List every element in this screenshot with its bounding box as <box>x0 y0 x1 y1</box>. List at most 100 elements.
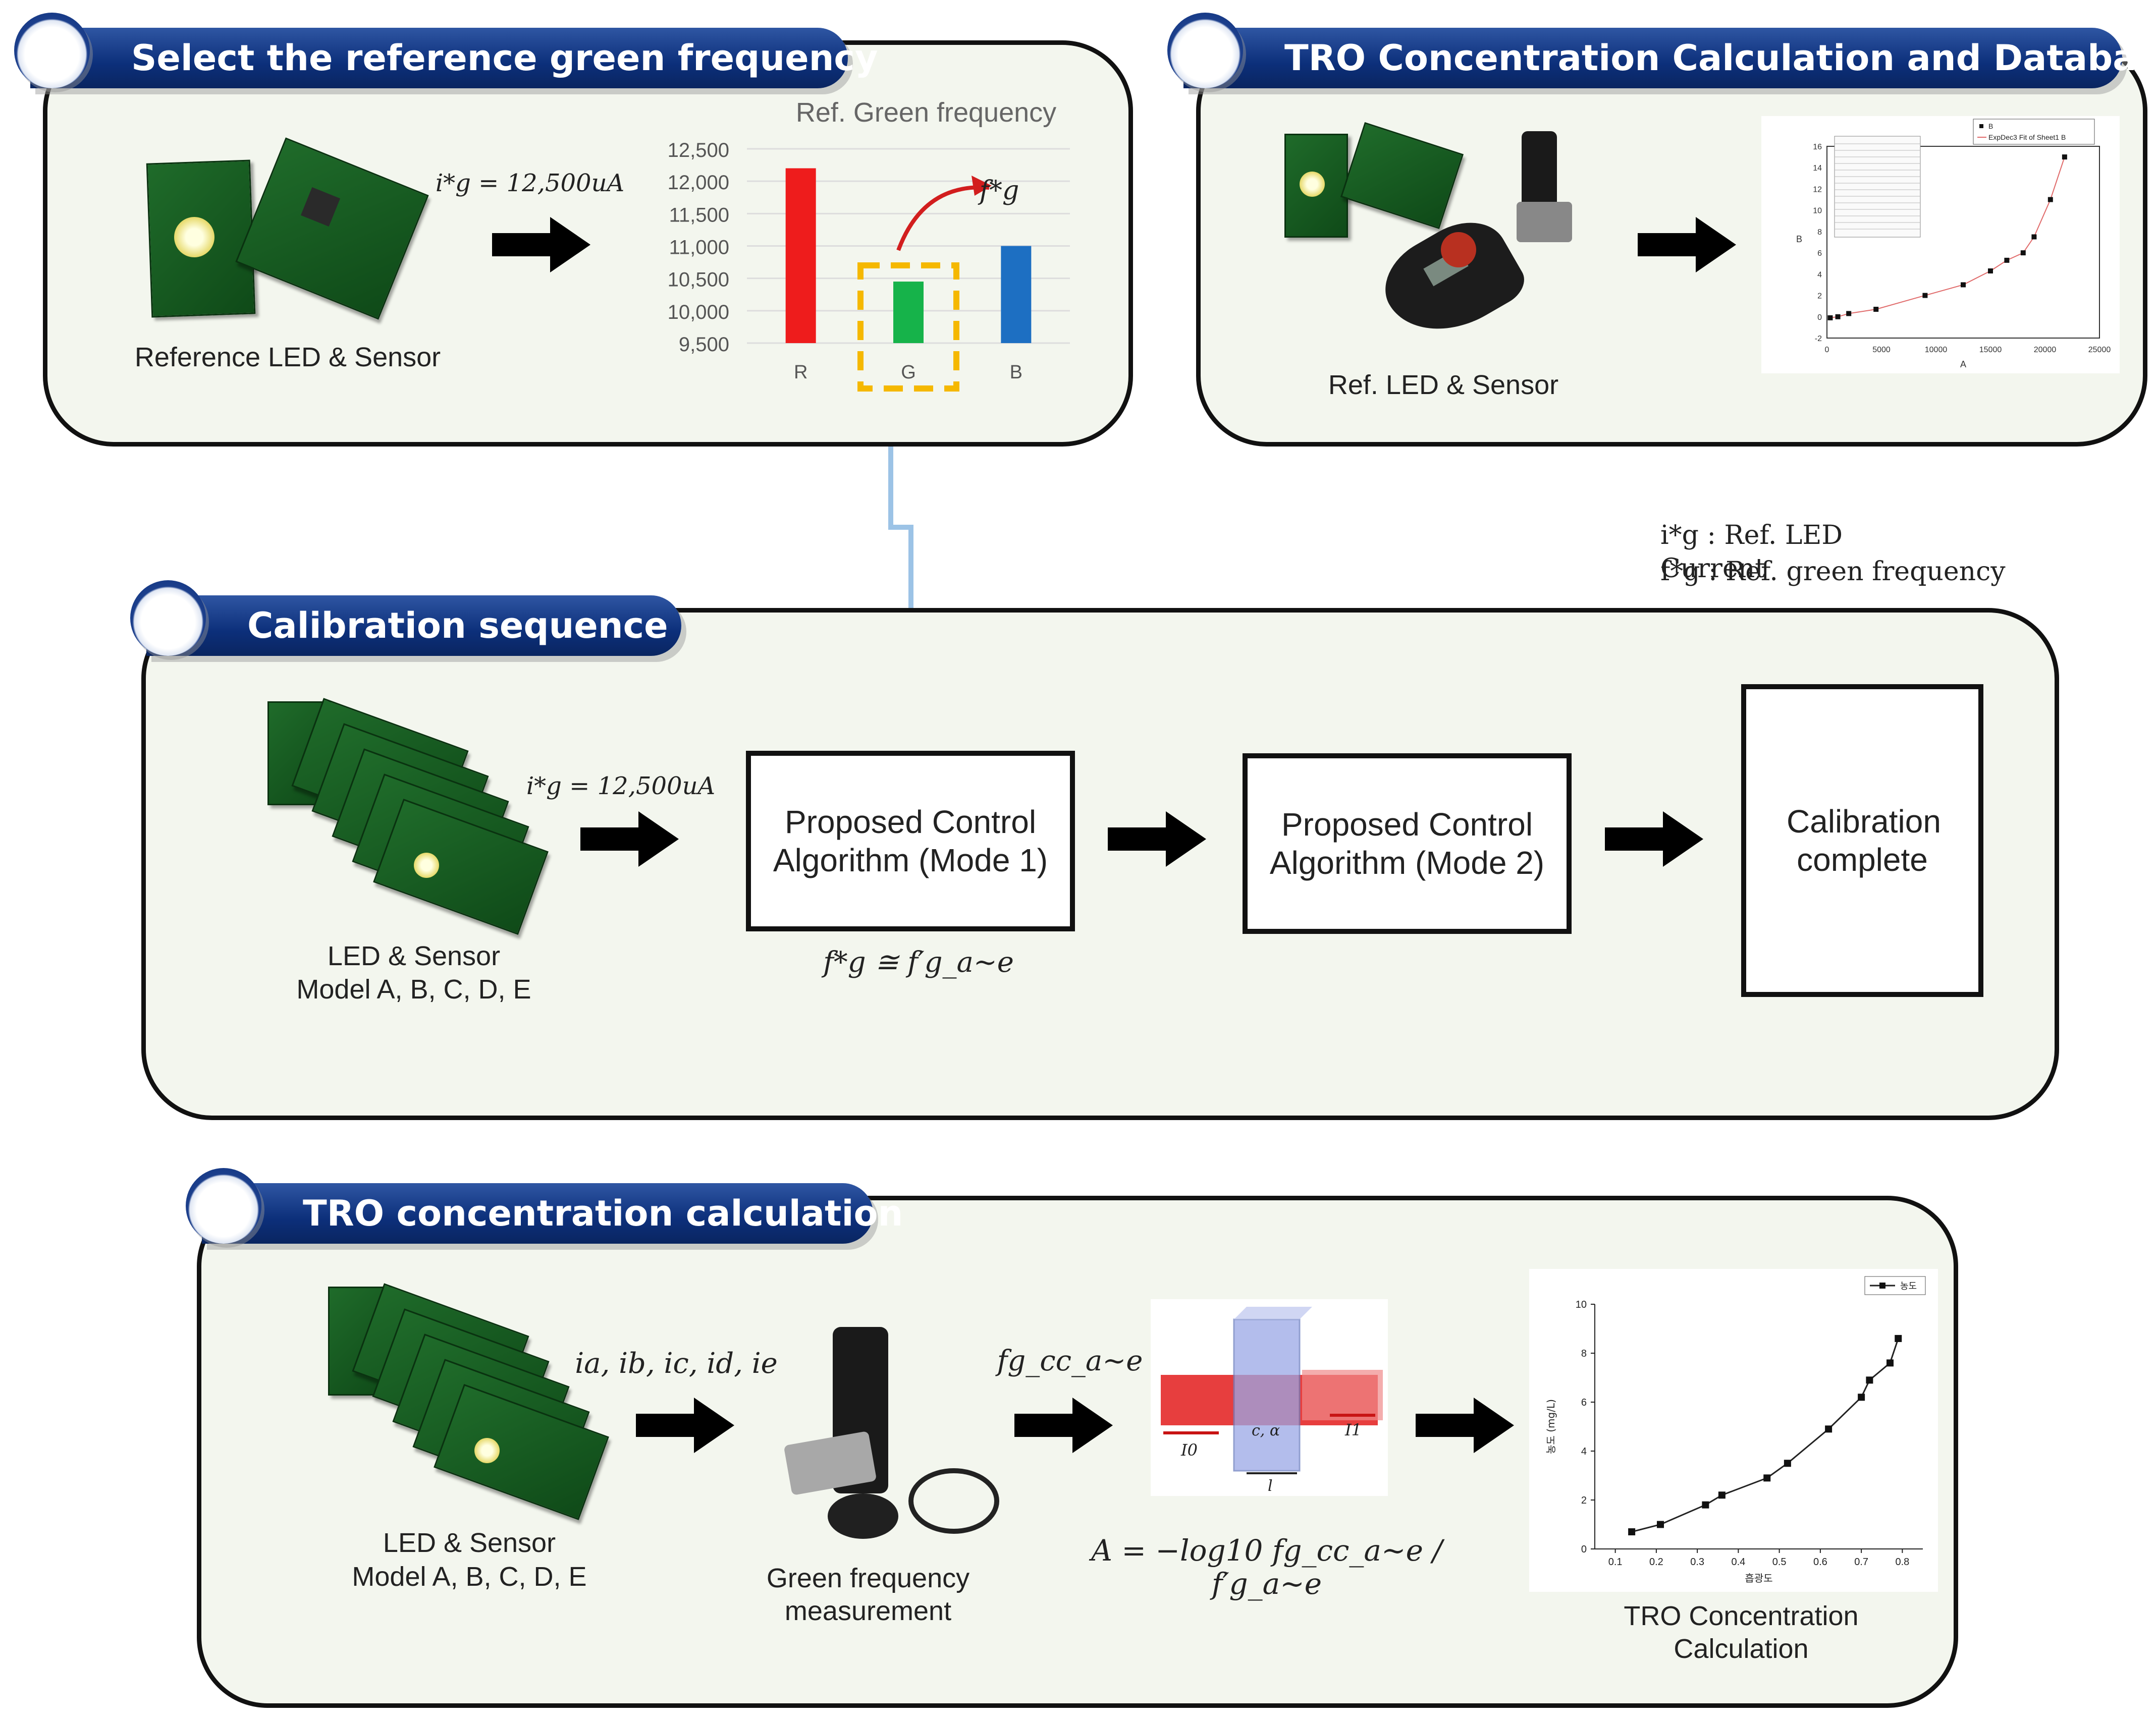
data-point <box>1718 1491 1726 1499</box>
y-tick-label: 11,500 <box>669 204 729 226</box>
y-tick-label: 14 <box>1813 164 1822 173</box>
ref-led-caption: Ref. LED & Sensor <box>1328 370 1559 400</box>
y-tick-label: 12,500 <box>668 139 729 161</box>
y-axis-label: 농도 (mg/L) <box>1545 1399 1557 1454</box>
ref-led-photometer-photo <box>1284 122 1618 358</box>
y-tick-label: 4 <box>1581 1446 1587 1457</box>
cuvette-label-i0: I0 <box>1180 1440 1198 1460</box>
arrow-right-icon <box>1108 811 1206 867</box>
highlight-box <box>857 262 959 392</box>
data-point <box>1827 315 1833 320</box>
led-caption-line1: LED & Sensor <box>327 941 501 971</box>
data-point <box>1784 1460 1791 1467</box>
y-tick-label: 6 <box>1581 1397 1587 1408</box>
y-tick-label: 10,000 <box>668 301 729 323</box>
data-point <box>2020 250 2026 256</box>
legend-box <box>1973 119 2095 145</box>
parameter-table-frame <box>1834 136 1921 238</box>
led-sensor-stack-photo-2 <box>323 1283 611 1521</box>
bar-G <box>893 282 924 343</box>
y-tick-label: 16 <box>1813 143 1822 151</box>
x-tick-label: 15000 <box>1979 346 2002 354</box>
y-tick-label: 12 <box>1813 185 1822 194</box>
led-caption-line1: LED & Sensor <box>383 1528 556 1558</box>
curve-arrowhead <box>972 176 992 196</box>
y-tick-label: 0 <box>1581 1544 1587 1555</box>
data-point <box>1922 293 1928 298</box>
tab-select-reference: Select the reference green frequency <box>30 28 878 88</box>
data-point <box>1886 1359 1894 1367</box>
bar-chart-title: Ref. Green frequency <box>795 97 1057 128</box>
y-tick-label: 10,500 <box>668 269 729 291</box>
currents-label: ia, ib, ic, id, ie <box>575 1347 778 1380</box>
cuvette-label-l: l <box>1268 1477 1273 1495</box>
measure-caption-line2: measurement <box>784 1596 952 1626</box>
x-tick-label: 20000 <box>2034 346 2057 354</box>
calibration-current-equation: i*g = 12,500uA <box>526 772 716 800</box>
legend-ig: i*g : Ref. LED Current <box>1660 520 1843 584</box>
x-tick-label: 0.3 <box>1690 1557 1704 1568</box>
led-sensor-stack-photo <box>262 698 550 935</box>
x-tick-label: B <box>1010 362 1022 383</box>
result-caption-line2: Calculation <box>1674 1634 1809 1664</box>
data-point <box>1988 268 1993 273</box>
y-tick-label: 2 <box>1817 292 1822 301</box>
y-tick-label: 2 <box>1581 1495 1587 1506</box>
data-point <box>2004 257 2010 263</box>
x-tick-label: 0.4 <box>1731 1557 1745 1568</box>
approx-equation: f*g ≅ f′g_a~e <box>823 946 1014 979</box>
led-caption-line2: Model A, B, C, D, E <box>296 974 531 1005</box>
plot-frame <box>1826 146 2100 339</box>
fg-star-label: f*g <box>979 176 1019 206</box>
x-axis-label: 흡광도 <box>1745 1572 1772 1584</box>
y-tick-label: 0 <box>1817 313 1822 322</box>
data-point <box>1866 1376 1873 1384</box>
y-tick-label: 11,000 <box>669 237 729 259</box>
y-tick-label: 6 <box>1817 249 1822 258</box>
data-point <box>2031 234 2037 240</box>
tab-circle-icon <box>1167 13 1243 88</box>
legend-entry: 농도 <box>1900 1281 1917 1292</box>
data-point <box>1895 1335 1902 1342</box>
section-title: Select the reference green frequency <box>131 37 878 79</box>
arrow-right-icon <box>580 811 679 867</box>
section-title: TRO Concentration Calculation and Databa… <box>1284 37 2156 79</box>
data-point <box>1873 307 1879 312</box>
x-tick-label: R <box>794 362 807 383</box>
tab-circle-icon <box>186 1168 261 1244</box>
tab-tro-database: TRO Concentration Calculation and Databa… <box>1183 28 2156 88</box>
bar-B <box>1001 246 1032 343</box>
y-tick-label: 10 <box>1813 207 1822 215</box>
tab-circle-icon <box>14 13 90 88</box>
y-tick-label: 8 <box>1581 1348 1587 1359</box>
x-tick-label: 10000 <box>1925 346 1948 354</box>
y-tick-label: 4 <box>1817 270 1822 279</box>
mode1-box: Proposed Control Algorithm (Mode 1) <box>746 751 1075 931</box>
section-title: Calibration sequence <box>247 605 668 646</box>
x-tick-label: 0.2 <box>1649 1557 1663 1568</box>
mode2-label: Proposed Control Algorithm (Mode 2) <box>1269 806 1545 881</box>
reference-led-caption: Reference LED & Sensor <box>134 342 441 372</box>
led-caption-line2: Model A, B, C, D, E <box>352 1562 587 1592</box>
tab-calibration: Calibration sequence <box>146 595 681 656</box>
cuvette-beer-lambert-illustration: I0 c, α I1 l <box>1151 1299 1388 1496</box>
green-freq-label: fg_cc_a~e <box>997 1345 1143 1377</box>
calibration-complete-label: Calibration complete <box>1787 803 1941 878</box>
data-point <box>1961 282 1966 288</box>
x-tick-label: 0.7 <box>1854 1557 1868 1568</box>
data-point <box>1835 314 1841 319</box>
x-tick-label: G <box>901 362 916 383</box>
mode2-box: Proposed Control Algorithm (Mode 2) <box>1243 753 1572 934</box>
data-point <box>1657 1521 1664 1528</box>
calibration-complete-box: Calibration complete <box>1741 684 1983 997</box>
y-tick-label: 12,000 <box>668 172 729 194</box>
current-equation: i*g = 12,500uA <box>435 169 625 197</box>
legend-marker <box>1879 1283 1885 1289</box>
parameter-table <box>1834 136 1921 238</box>
absorbance-formula: A = −log10 fg_cc_a~e / f′g_a~e <box>1091 1533 1442 1601</box>
legend-entry: B <box>1988 122 1993 130</box>
legend-entry: ExpDec3 Fit of Sheet1 B <box>1988 133 2066 141</box>
x-tick-label: 5000 <box>1872 346 1891 354</box>
